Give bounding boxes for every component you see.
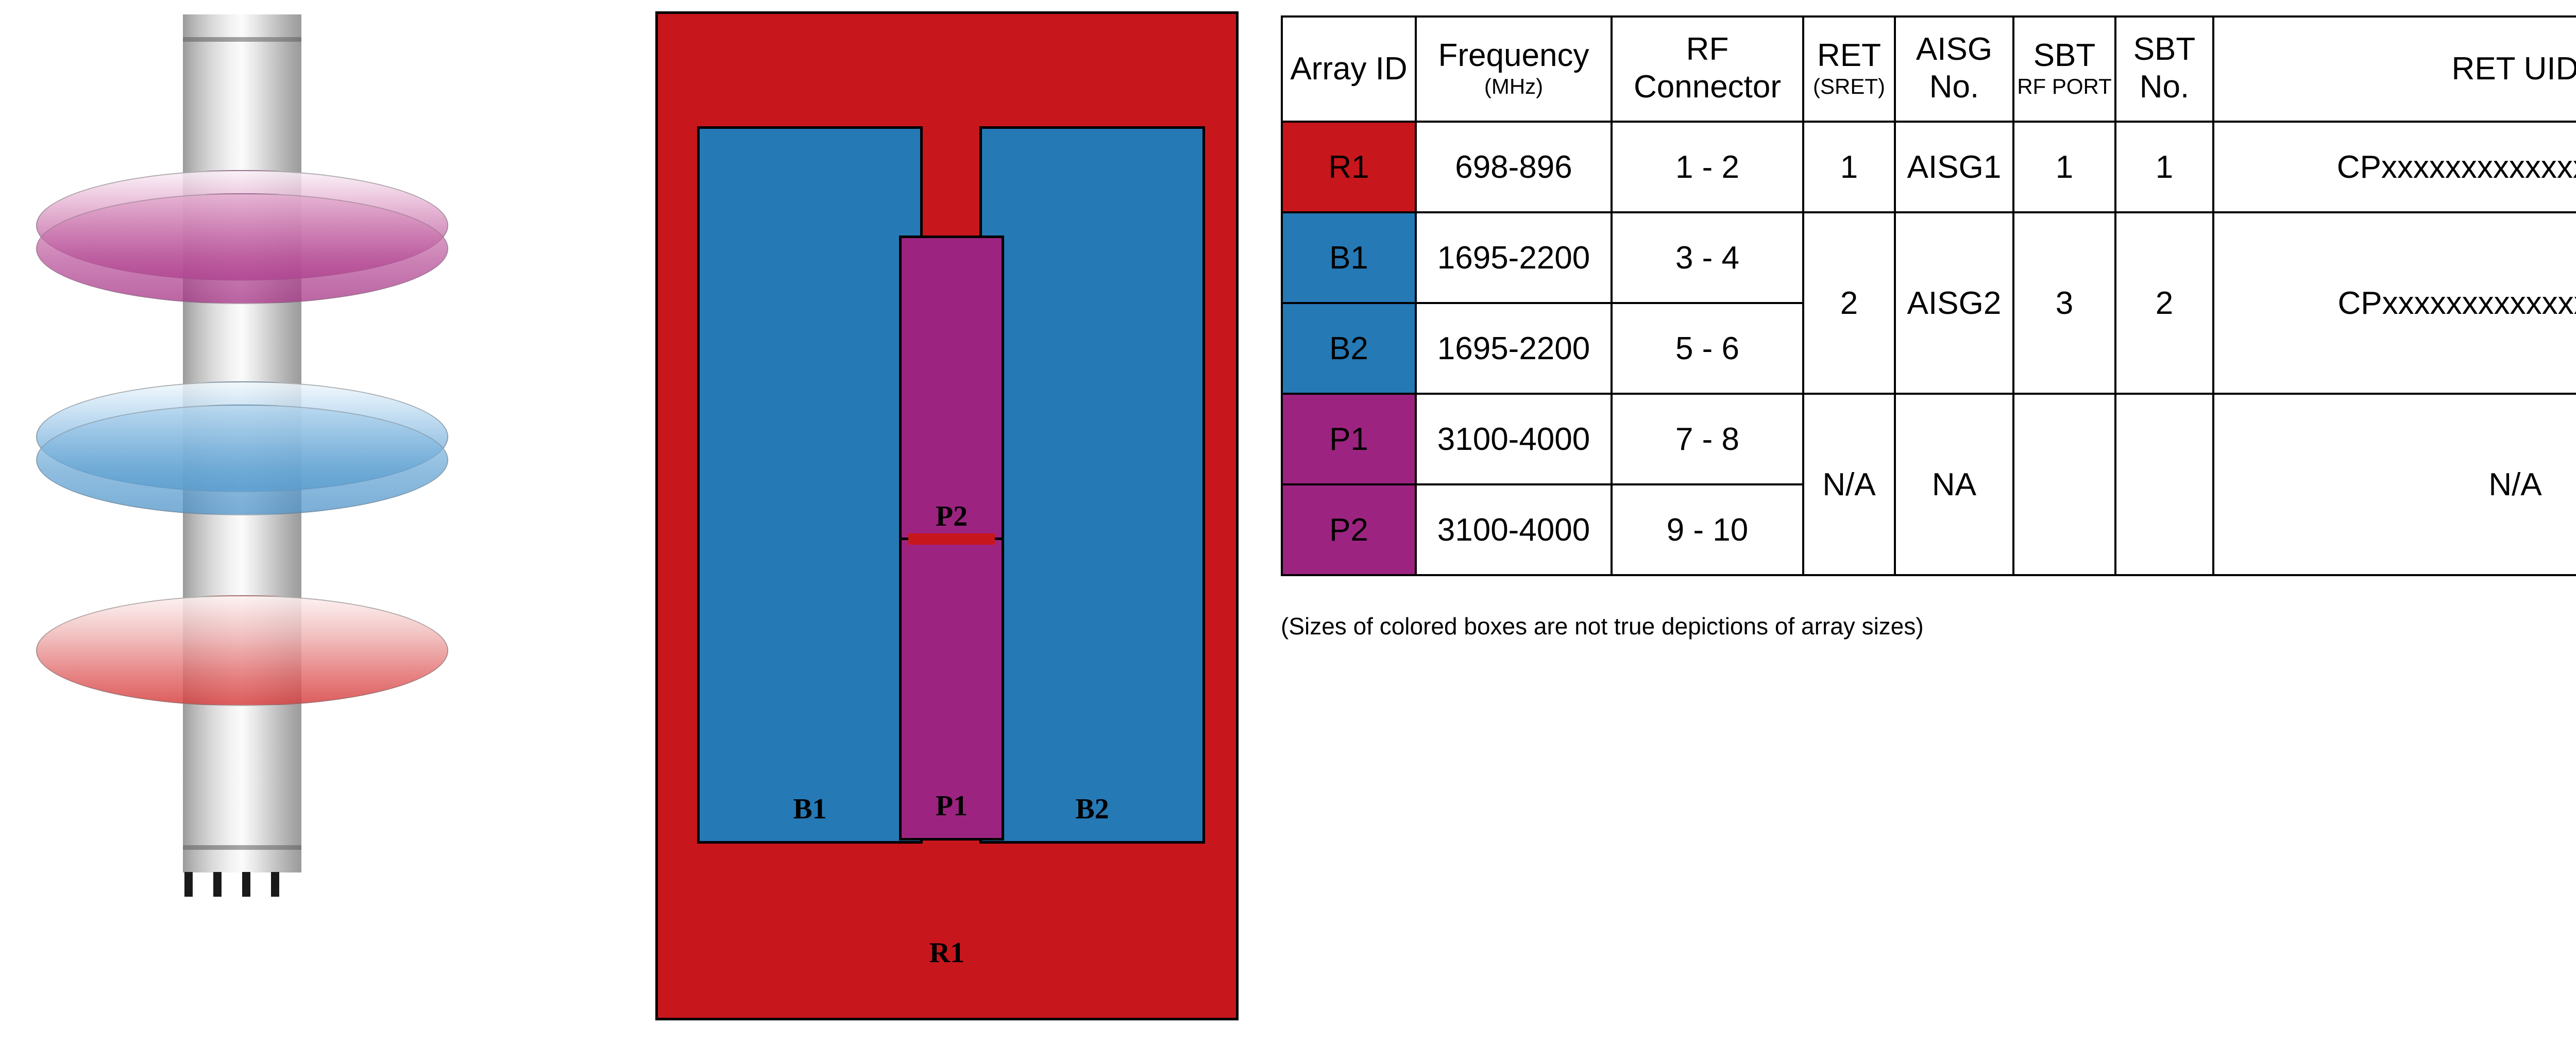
- mast-foot-pin-2: [213, 872, 222, 897]
- block-p2-label: P2: [935, 500, 968, 532]
- table-row: B1 1695-2200 3 - 4 2 AISG2 3 2 CPxxxxxxx…: [1281, 211, 2576, 395]
- block-b1: B1: [697, 126, 923, 844]
- cell-rf-connector: 9 - 10: [1611, 483, 1804, 576]
- col-header-sbt-no: SBT No.: [2114, 15, 2214, 123]
- cell-rf-connector: 5 - 6: [1611, 302, 1804, 395]
- antenna-illustration: [36, 0, 567, 943]
- array-spec-table-panel: Array ID Frequency (MHz) RF Connector RE…: [1281, 15, 2576, 576]
- cell-aisg-no: AISG1: [1894, 121, 2014, 213]
- cell-ret: 1: [1802, 121, 1896, 213]
- block-gap-divider: [908, 533, 995, 545]
- array-block-diagram: B1 B2 P2 P1 R1: [655, 11, 1239, 1020]
- cell-array-id: B1: [1281, 211, 1417, 304]
- magenta-beam-disc-underside: [36, 193, 448, 304]
- block-b2: B2: [979, 126, 1205, 844]
- red-beam-disc: [36, 595, 448, 706]
- table-footnote: (Sizes of colored boxes are not true dep…: [1281, 613, 1924, 640]
- cell-frequency: 1695-2200: [1415, 211, 1613, 304]
- mast-foot-pin-1: [184, 872, 193, 897]
- cell-frequency: 3100-4000: [1415, 483, 1613, 576]
- mast-band-top: [183, 37, 301, 42]
- cell-sbt-rf-port: 3: [2012, 211, 2116, 395]
- cell-rf-connector: 1 - 2: [1611, 121, 1804, 213]
- table-row: P2 3100-4000 9 - 10: [1281, 483, 2576, 576]
- block-b1-label: B1: [793, 793, 827, 825]
- cell-frequency: 698-896: [1415, 121, 1613, 213]
- cell-sbt-rf-port: 1: [2012, 121, 2116, 213]
- block-p1-label: P1: [935, 790, 968, 822]
- cell-ret-uid: CPxxxxxxxxxxxxxxxxxB1: [2212, 211, 2576, 395]
- table-row: R1 698-896 1 - 2 1 AISG1 1 1 CPxxxxxxxxx…: [1281, 121, 2576, 213]
- cell-sbt-rf-port: [2012, 393, 2116, 576]
- col-header-array-id: Array ID: [1281, 15, 1417, 123]
- col-header-ret-uid: RET UID: [2212, 15, 2576, 123]
- col-header-rf-connector: RF Connector: [1611, 15, 1804, 123]
- table-header-row: Array ID Frequency (MHz) RF Connector RE…: [1281, 15, 2576, 123]
- col-header-sbt-rf-port: SBT RF PORT: [2012, 15, 2116, 123]
- cell-array-id: R1: [1281, 121, 1417, 213]
- cell-frequency: 3100-4000: [1415, 393, 1613, 485]
- cell-ret: N/A: [1802, 393, 1896, 576]
- block-b2-label: B2: [1075, 793, 1109, 825]
- col-header-frequency: Frequency (MHz): [1415, 15, 1613, 123]
- mast-band-bottom: [183, 845, 301, 850]
- block-p2: P2: [899, 236, 1004, 551]
- cell-rf-connector: 7 - 8: [1611, 393, 1804, 485]
- block-r1-label: R1: [929, 937, 965, 969]
- cell-sbt-no: 2: [2114, 211, 2214, 395]
- mast-foot-pin-4: [271, 872, 279, 897]
- mast-foot-pin-3: [242, 872, 250, 897]
- cell-aisg-no: NA: [1894, 393, 2014, 576]
- array-spec-table: Array ID Frequency (MHz) RF Connector RE…: [1281, 15, 2576, 576]
- blue-beam-disc-underside: [36, 405, 448, 515]
- cell-ret-uid: CPxxxxxxxxxxxxxxxxxR1: [2212, 121, 2576, 213]
- cell-rf-connector: 3 - 4: [1611, 211, 1804, 304]
- table-row: P1 3100-4000 7 - 8 N/A NA N/A: [1281, 393, 2576, 576]
- table-row: B2 1695-2200 5 - 6: [1281, 302, 2576, 395]
- cell-frequency: 1695-2200: [1415, 302, 1613, 395]
- cell-aisg-no: AISG2: [1894, 211, 2014, 395]
- block-p1: P1: [899, 538, 1004, 841]
- cell-array-id: P1: [1281, 393, 1417, 485]
- cell-array-id: B2: [1281, 302, 1417, 395]
- col-header-aisg-no: AISG No.: [1894, 15, 2014, 123]
- cell-sbt-no: [2114, 393, 2214, 576]
- col-header-ret: RET (SRET): [1802, 15, 1896, 123]
- cell-sbt-no: 1: [2114, 121, 2214, 213]
- cell-ret: 2: [1802, 211, 1896, 395]
- cell-ret-uid: N/A: [2212, 393, 2576, 576]
- cell-array-id: P2: [1281, 483, 1417, 576]
